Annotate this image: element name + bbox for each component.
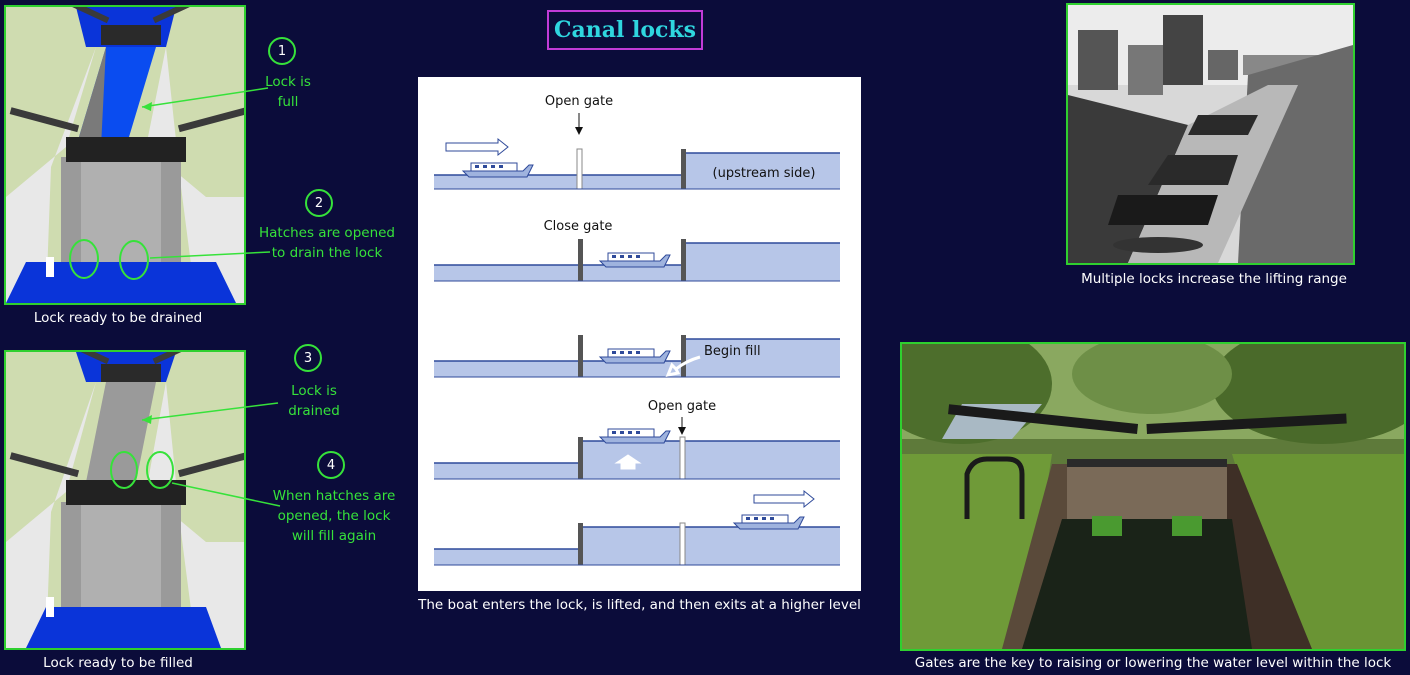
- step-3-badge: 3: [294, 344, 322, 372]
- lock-fill-caption: Lock ready to be filled: [43, 655, 193, 671]
- lock-drain-caption: Lock ready to be drained: [33, 310, 203, 326]
- label-open-gate-1: Open gate: [545, 94, 613, 109]
- step-4-badge: 4: [317, 451, 345, 479]
- step-pointer-lines: [141, 87, 281, 507]
- label-begin-fill: Begin fill: [704, 344, 761, 359]
- step-1-badge: 1: [268, 37, 296, 65]
- diagram-caption: The boat enters the lock, is lifted, and…: [418, 597, 861, 613]
- lock-gates-caption: Gates are the key to raising or lowering…: [914, 655, 1392, 671]
- label-upstream: (upstream side): [713, 166, 816, 181]
- lock-gates-photo: [900, 342, 1406, 651]
- multiple-locks-caption: Multiple locks increase the lifting rang…: [1081, 271, 1347, 287]
- lock-fill-illustration: [4, 350, 246, 650]
- multiple-locks-engraving: [1066, 3, 1355, 265]
- page-title: Canal locks: [547, 10, 703, 50]
- step-2-badge: 2: [305, 189, 333, 217]
- lock-sequence-diagram: Open gate (upstream side) Close gate: [418, 77, 861, 591]
- label-close-gate: Close gate: [544, 219, 613, 234]
- label-open-gate-2: Open gate: [648, 399, 716, 414]
